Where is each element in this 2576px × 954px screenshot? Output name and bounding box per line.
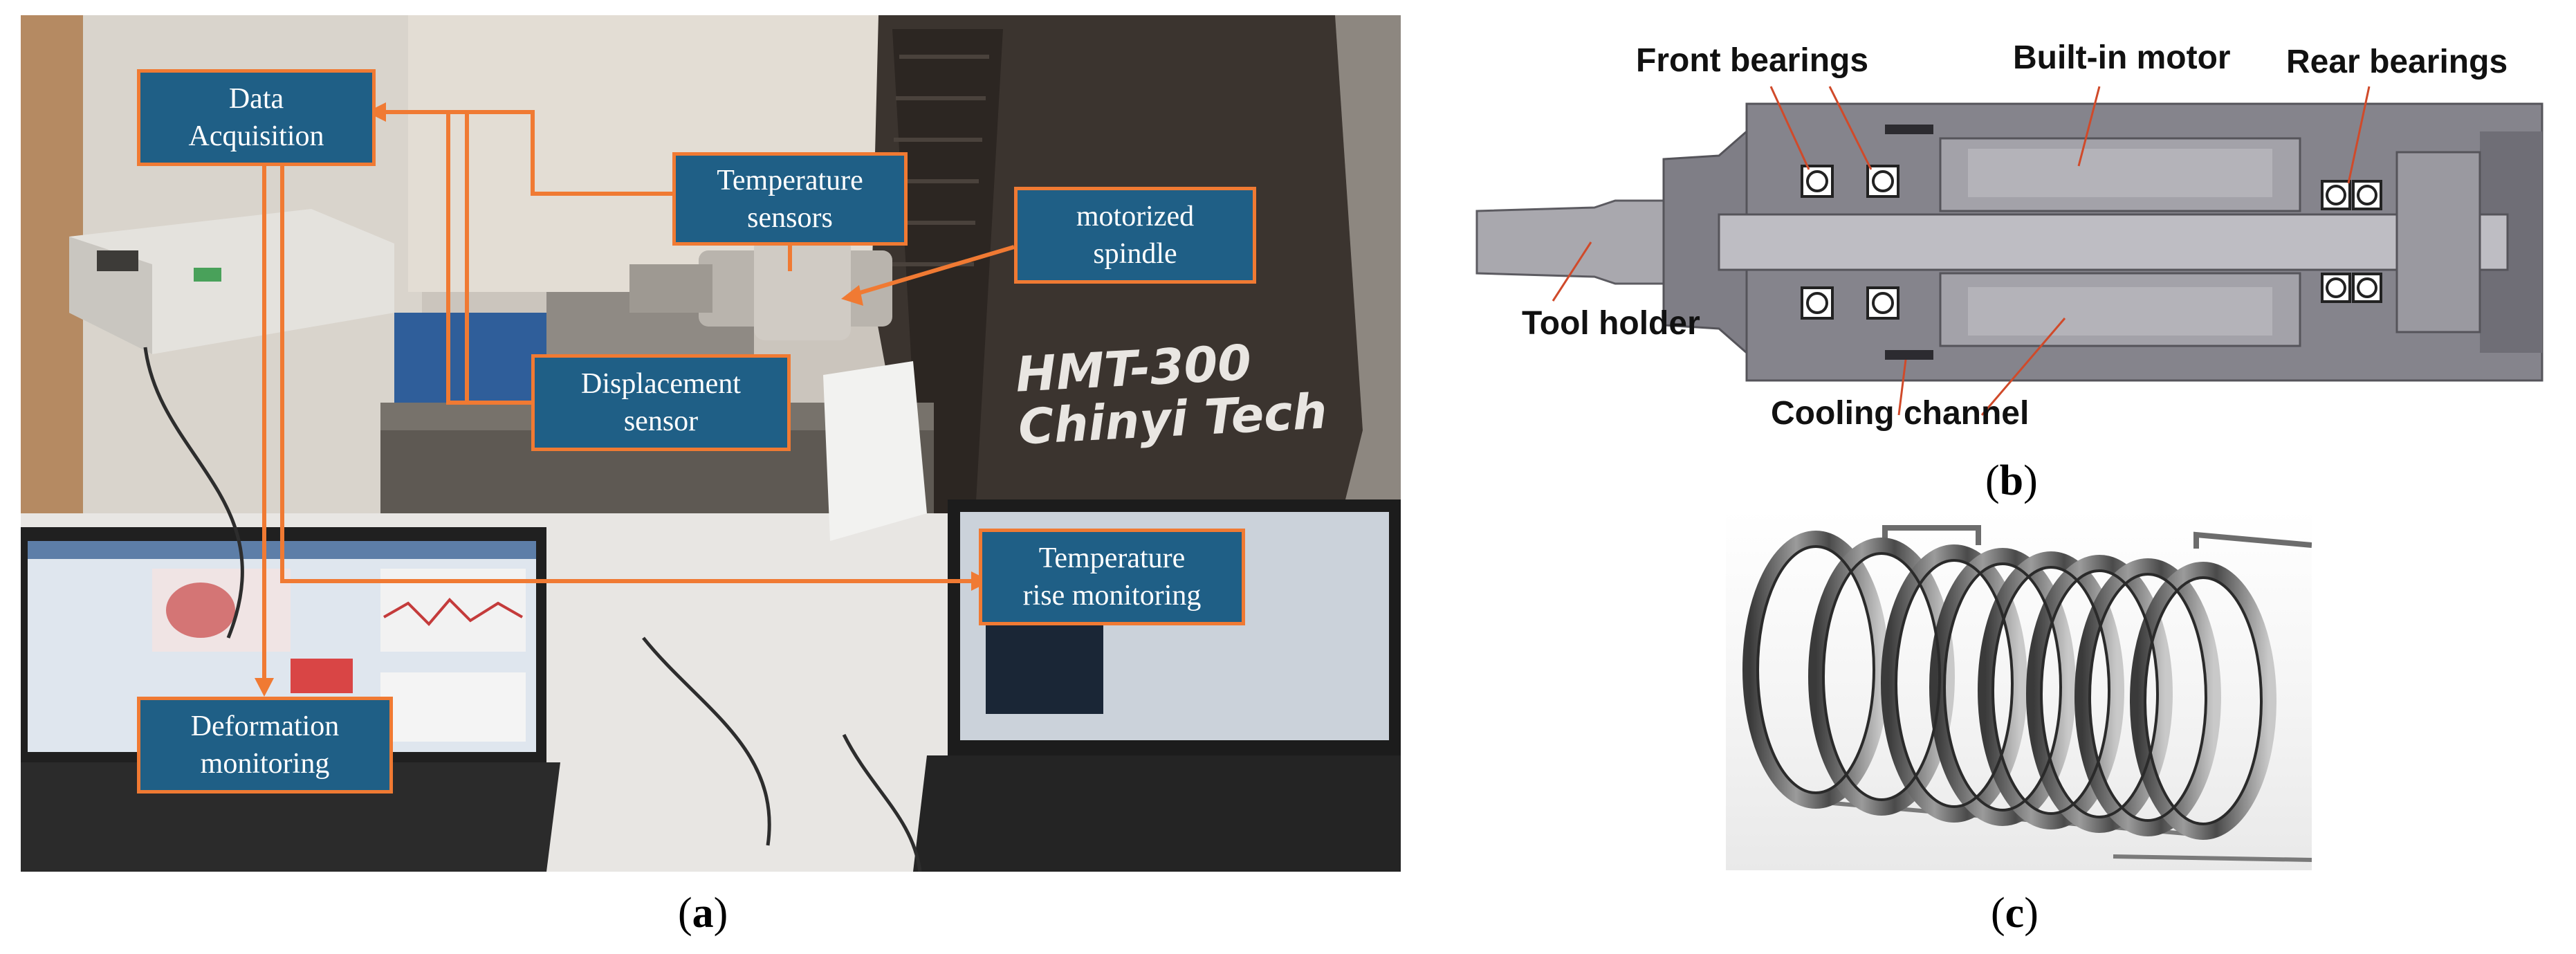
label-rear-bearings: Rear bearings [2286, 44, 2508, 80]
cooling-channel-render [1726, 511, 2312, 870]
callout-deformation-monitoring: Deformation monitoring [137, 697, 393, 794]
label-front-bearings: Front bearings [1636, 42, 1869, 79]
caption-a: (a) [678, 890, 728, 937]
connector-lines [262, 110, 1015, 685]
cross-section-drawing [1475, 86, 2543, 416]
callout-text: Acquisition [188, 120, 324, 152]
callout-motorized-spindle: motorized spindle [1014, 187, 1256, 284]
callout-text: spindle [1093, 238, 1177, 270]
test-rig-photo: HMT-300 Chinyi Tech Data Acquisition Tem… [21, 15, 1401, 872]
caption-letter: c [2005, 890, 2025, 937]
helical-channel-drawing [1742, 525, 2312, 862]
callout-text: sensors [747, 201, 833, 234]
callout-text: monitoring [200, 748, 330, 780]
callout-text: sensor [623, 405, 699, 437]
caption-c: (c) [1991, 890, 2039, 937]
callout-text: Displacement [581, 368, 741, 400]
callout-text: Data [228, 83, 284, 115]
machine-model-text: HMT-300 Chinyi Tech [1014, 332, 1328, 456]
label-built-in-motor: Built-in motor [2013, 39, 2231, 76]
spindle-cross-section: Front bearings Built-in motor Rear beari… [1456, 28, 2563, 443]
caption-b: (b) [1985, 457, 2038, 504]
callout-text: Temperature [717, 164, 863, 196]
caption-letter: b [1999, 457, 2024, 504]
label-cooling-channel: Cooling channel [1771, 395, 2030, 432]
callout-temperature-sensors: Temperature sensors [672, 152, 908, 246]
callout-text: Temperature [1038, 542, 1186, 574]
callout-text: Deformation [190, 710, 340, 742]
callout-displacement-sensor: Displacement sensor [531, 354, 791, 451]
callout-text: rise monitoring [1022, 580, 1202, 612]
callout-data-acquisition: Data Acquisition [137, 69, 376, 166]
callout-temperature-rise-monitoring: Temperature rise monitoring [979, 529, 1245, 625]
caption-letter: a [692, 890, 714, 937]
label-tool-holder: Tool holder [1522, 305, 1700, 342]
callout-text: motorized [1076, 201, 1195, 232]
